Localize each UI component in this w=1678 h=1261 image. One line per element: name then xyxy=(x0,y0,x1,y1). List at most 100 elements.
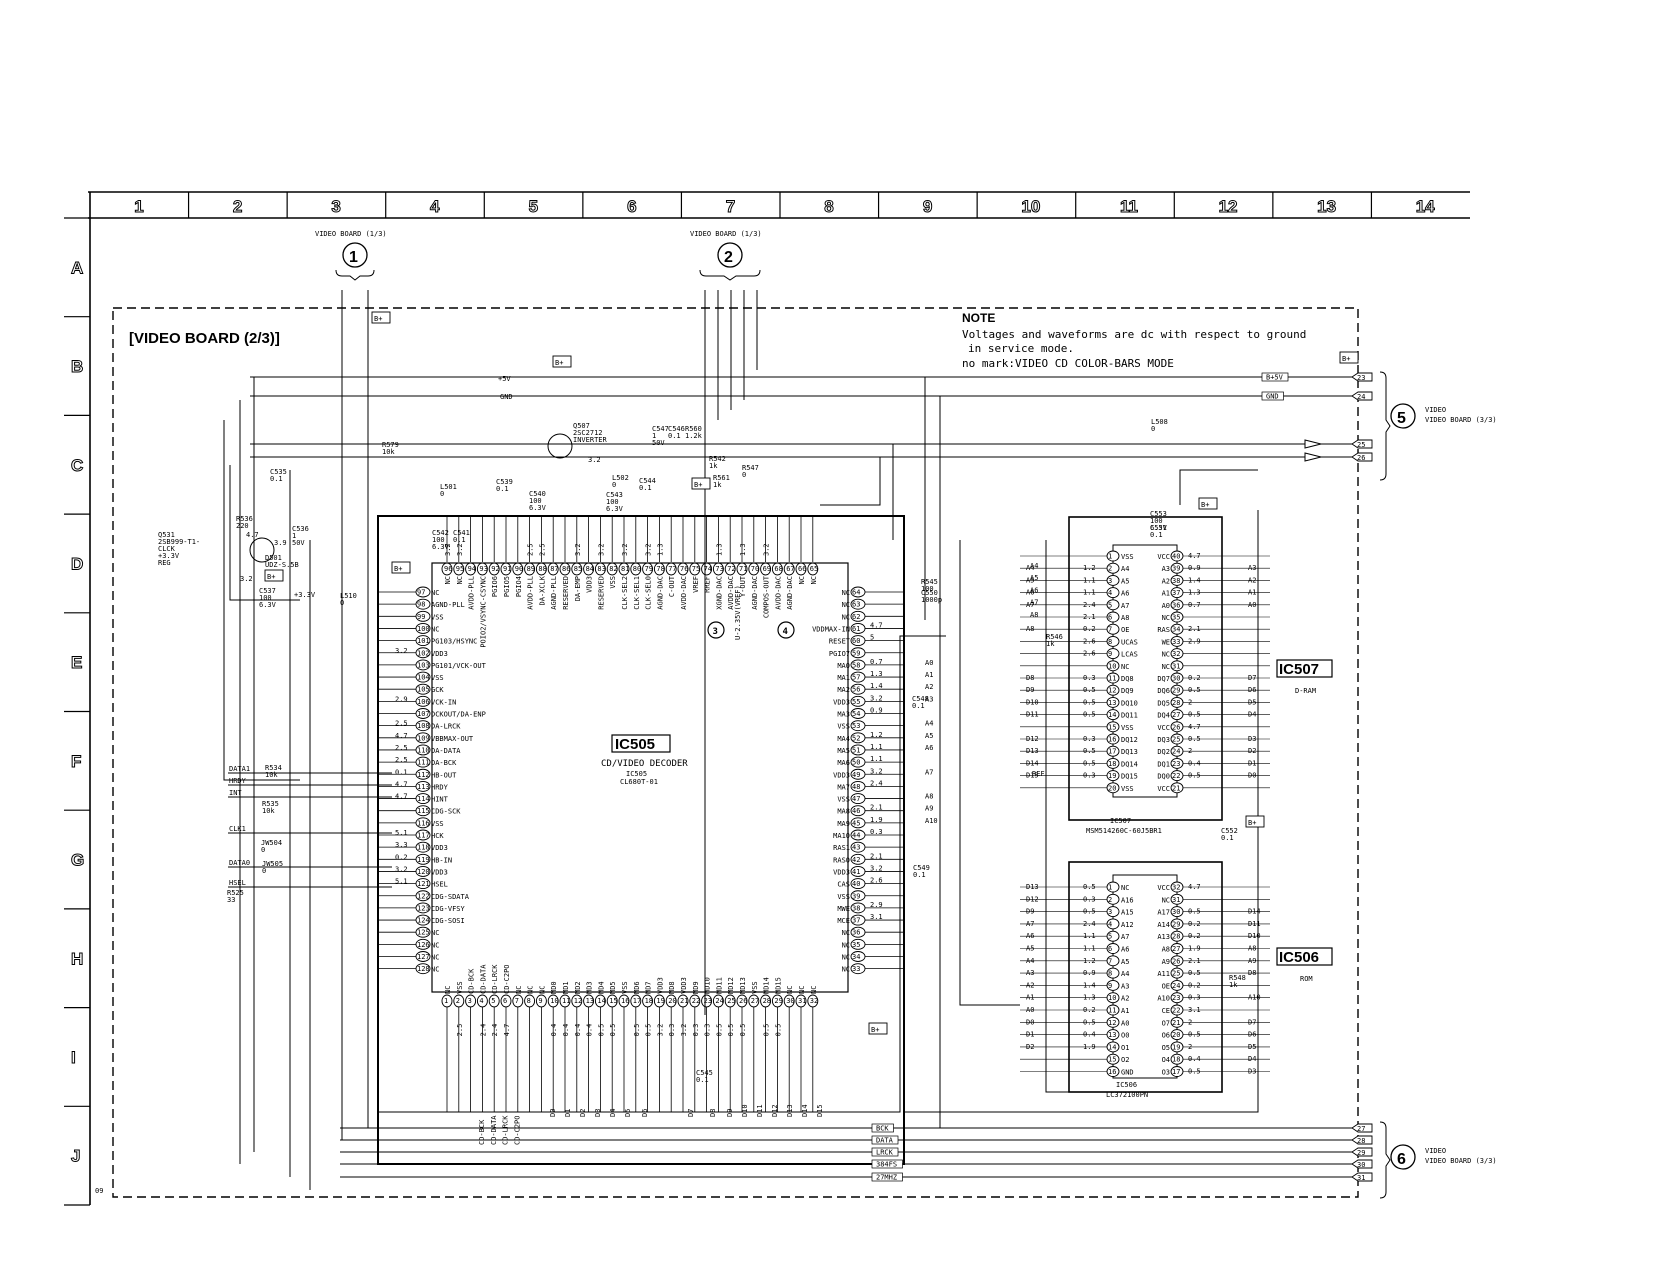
ic505-pin-51: 51 xyxy=(852,746,860,754)
ic507-pin-name-8: UCAS xyxy=(1121,638,1138,646)
ic506-pin-11: 11 xyxy=(1108,1007,1116,1015)
ic505-pin-name-45: MA9 xyxy=(837,820,850,828)
ic505-right-net-56: A2 xyxy=(925,683,933,691)
ic505-pin-name-32: NC xyxy=(810,986,818,994)
ic506-pin-9: 9 xyxy=(1108,982,1112,990)
ic505-pin-v-48: 2.4 xyxy=(870,779,883,787)
ic505-pin-name-81: CLK-SEL2 xyxy=(621,576,629,610)
net-pin-30: 30 xyxy=(1357,1161,1365,1169)
comp-c542-val-1: 6.3V xyxy=(432,543,450,551)
ic505-pin-v-118: 3.3 xyxy=(395,841,408,849)
ic505-bot-v-19: 3.2 xyxy=(656,1024,664,1037)
ic507-pin-name-21: VCC xyxy=(1157,785,1170,793)
ic505-pin-name-48: MA7 xyxy=(837,783,850,791)
ic506-pin-3: 3 xyxy=(1108,908,1112,916)
comp-q531-val-2: +3.3V xyxy=(158,552,180,560)
comp-c536-val-0: 1 xyxy=(292,532,296,540)
ic505-pin-78: 78 xyxy=(656,565,664,573)
grid-col-2: 2 xyxy=(233,197,242,216)
ic506-pin-18: 18 xyxy=(1172,1056,1180,1064)
comp-c547-val-0: 1 xyxy=(652,432,656,440)
ic506-pin-22: 22 xyxy=(1172,1007,1180,1015)
comp-r579: R579 xyxy=(382,441,399,449)
ic505-pin-26: 26 xyxy=(739,997,747,1005)
comp-r547-val-0: 0 xyxy=(742,471,746,479)
ic506-pin-name-22: CE xyxy=(1162,1007,1170,1015)
ic505-pin-name-25: MD12 xyxy=(727,977,735,994)
net-label-384FS: 384FS xyxy=(876,1161,897,1169)
ic507-pin-name-34: RAS xyxy=(1157,626,1170,634)
ic505-pin-85: 85 xyxy=(574,565,582,573)
ic507-a-left-A6: A6 xyxy=(1030,586,1038,594)
comp-r525-val-0: 33 xyxy=(227,896,235,904)
ic505-pin-v-38: 2.9 xyxy=(870,901,883,909)
ic505-pin-name-109: VBBMAX-OUT xyxy=(431,735,474,743)
ic505-pin-name-27: VSS xyxy=(751,981,759,994)
ic505-pin-name-43: RAS1 xyxy=(833,844,850,852)
bplus-4: B+ xyxy=(1201,501,1209,509)
cd-net-0: CD-BCK xyxy=(478,1119,486,1145)
grid-col-6: 6 xyxy=(627,197,636,216)
ic505-pin-39: 39 xyxy=(852,892,860,900)
ic505-pin-name-59: PGIO7 xyxy=(829,650,850,658)
comp-c536-val-1: 50V xyxy=(292,539,305,547)
ic505-pin-name-5: CD-LRCK xyxy=(491,964,499,994)
ic506-pin-name-20: O6 xyxy=(1162,1032,1170,1040)
ic505-pin-v-111: 2.5 xyxy=(395,756,408,764)
comp-c535: C535 xyxy=(270,468,287,476)
page-number: 09 xyxy=(95,1187,103,1195)
comp-c548: C548 xyxy=(912,695,929,703)
ic507-pin-name-36: A0 xyxy=(1162,602,1170,610)
ic505-pin-name-100: NC xyxy=(431,625,439,633)
ic505-pin-name-124: CDG-SOSI xyxy=(431,917,465,925)
ic505-pin-52: 52 xyxy=(852,734,860,742)
comp-c543-val-0: 100 xyxy=(606,498,619,506)
ic505-pin-name-104: VSS xyxy=(431,674,444,682)
bplus-1: B+ xyxy=(555,359,563,367)
ic505-pin-name-70: AGND-DAC xyxy=(751,576,759,610)
ic507-pin-28: 28 xyxy=(1172,699,1180,707)
wire-26 xyxy=(820,457,881,506)
ic505-pin-79: 79 xyxy=(645,565,653,573)
ic505-pin-111: 111 xyxy=(417,759,430,767)
bplus-0: B+ xyxy=(374,315,382,323)
ic505-pin-name-39: VSS xyxy=(837,893,850,901)
ic507-pin-name-1: VSS xyxy=(1121,553,1134,561)
ic505-top-v-78: 1.3 xyxy=(656,543,664,556)
ic507-desc: D-RAM xyxy=(1295,687,1316,695)
ic507-pin-name-20: VSS xyxy=(1121,785,1134,793)
comp-c542-val-0: 100 xyxy=(432,536,445,544)
grid-col-8: 8 xyxy=(824,197,833,216)
ic505-pin-121: 121 xyxy=(417,880,430,888)
ic505-pin-95: 95 xyxy=(456,565,464,573)
net-pin-27: 27 xyxy=(1357,1125,1365,1133)
ic507-pin-name-31: NC xyxy=(1162,663,1170,671)
ic507-pin-name-2: A4 xyxy=(1121,565,1129,573)
comp-r525: R525 xyxy=(227,889,244,897)
ic507-pin-37: 37 xyxy=(1172,589,1180,597)
ic506-pin-name-3: A15 xyxy=(1121,909,1134,917)
ic507-pin-27: 27 xyxy=(1172,711,1180,719)
ic506-pin-name-10: A2 xyxy=(1121,995,1129,1003)
ic505-pin-109: 109 xyxy=(417,734,430,742)
comp-c535-val-0: 0.1 xyxy=(270,475,283,483)
ic507-pin-name-4: A6 xyxy=(1121,590,1129,598)
ic505-pin-30: 30 xyxy=(786,997,794,1005)
ic505-pin-13: 13 xyxy=(586,997,594,1005)
ic506-pin-13: 13 xyxy=(1108,1031,1116,1039)
ic505-pin-name-7: NC xyxy=(515,986,523,994)
ic507-pin-18: 18 xyxy=(1108,760,1116,768)
comp-c549: C549 xyxy=(913,864,930,872)
comp-r542-val-0: 1k xyxy=(709,462,718,470)
comp-r548: R548 xyxy=(1229,974,1246,982)
ic507-pin-name-18: DQ14 xyxy=(1121,760,1138,768)
ic505-pin-name-14: MD4 xyxy=(597,981,605,994)
ic506-pin-15: 15 xyxy=(1108,1056,1116,1064)
ic506-pin-5: 5 xyxy=(1108,933,1112,941)
ic505-top-v-83: 3.2 xyxy=(597,543,605,556)
ic505-bot-v-6: 4.7 xyxy=(503,1024,511,1037)
ic505-right-net-49: A7 xyxy=(925,768,933,776)
comp-r534-val-0: 10k xyxy=(265,771,278,779)
